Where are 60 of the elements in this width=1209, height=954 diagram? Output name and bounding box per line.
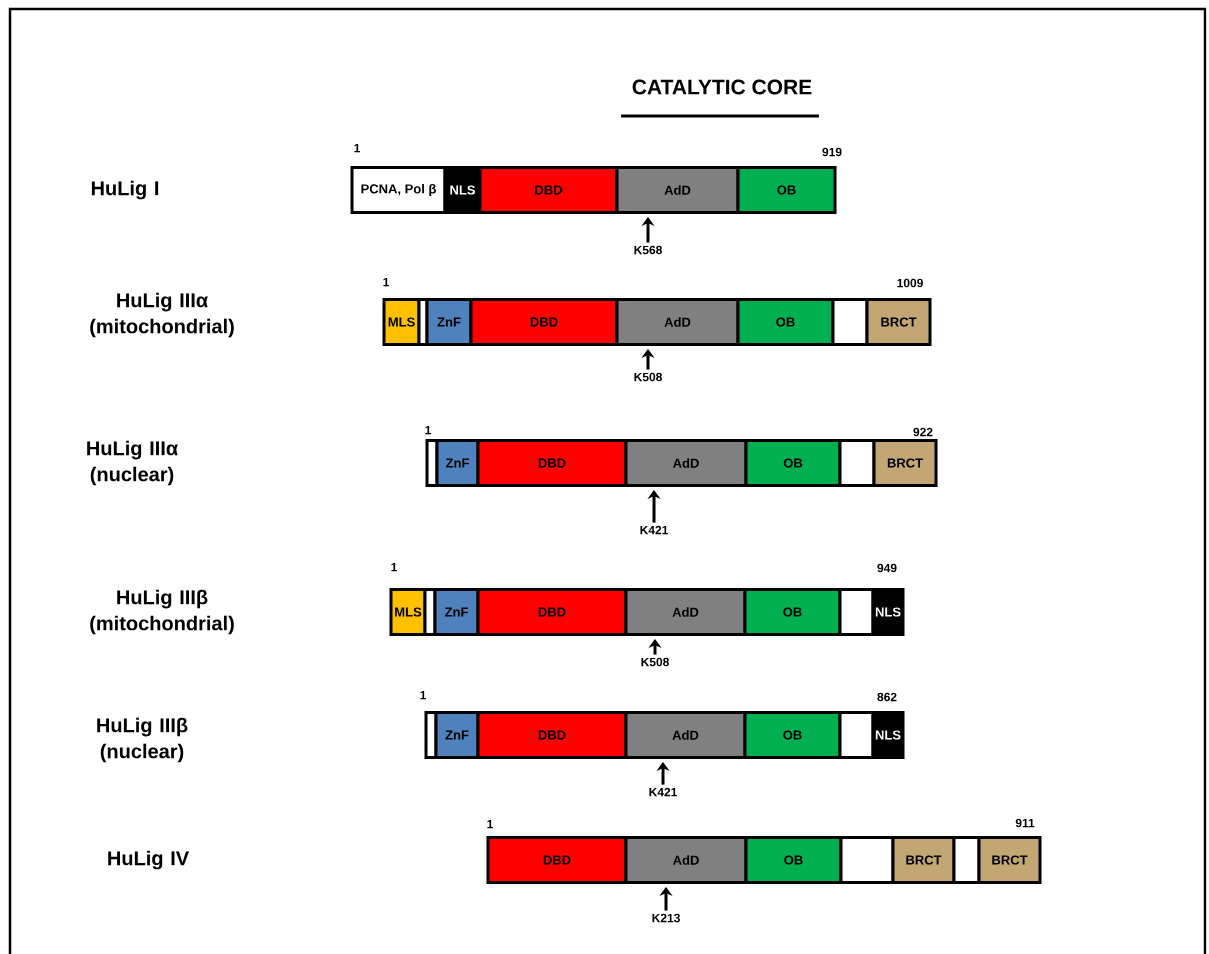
domain-box: AdD bbox=[624, 439, 748, 487]
domain-box: OB bbox=[744, 836, 843, 884]
position-number: 1 bbox=[391, 562, 397, 572]
domain-box: AdD bbox=[615, 166, 740, 214]
position-number: 1009 bbox=[897, 278, 923, 288]
domain-box: AdD bbox=[624, 588, 747, 636]
domain-box: NLS bbox=[443, 166, 482, 214]
domain-box: ZnF bbox=[435, 439, 480, 487]
domain-box: MLS bbox=[389, 588, 427, 636]
domain-box: ZnF bbox=[434, 711, 480, 759]
residue-label: K508 bbox=[634, 372, 662, 382]
domain-box: OB bbox=[743, 588, 842, 636]
residue-label: K421 bbox=[649, 787, 677, 797]
protein-name: HuLig IIIα (nuclear) bbox=[87, 440, 178, 486]
domain-box bbox=[838, 439, 876, 487]
protein-name: HuLig IIIβ (mitochondrial) bbox=[90, 589, 234, 635]
section-heading: CATALYTIC CORE bbox=[632, 79, 812, 95]
position-number: 1 bbox=[425, 425, 431, 435]
position-number: 1 bbox=[354, 143, 360, 153]
protein-name: HuLig IIIβ (nuclear) bbox=[97, 717, 188, 763]
domain-box: DBD bbox=[469, 298, 619, 346]
residue-label: K508 bbox=[641, 657, 669, 667]
domain-box bbox=[838, 588, 875, 636]
domain-box: OB bbox=[744, 439, 842, 487]
domain-box: AdD bbox=[615, 298, 740, 346]
position-number: 919 bbox=[822, 147, 842, 157]
protein-name: HuLig IIIα (mitochondrial) bbox=[90, 292, 234, 338]
domain-box: OB bbox=[743, 711, 842, 759]
domain-box: BRCT bbox=[977, 836, 1042, 884]
domain-box: BRCT bbox=[865, 298, 932, 346]
domain-box: AdD bbox=[624, 711, 747, 759]
domain-box: MLS bbox=[382, 298, 421, 346]
residue-label: K568 bbox=[634, 245, 662, 255]
domain-box bbox=[952, 836, 981, 884]
domain-box: OB bbox=[736, 166, 837, 214]
domain-box: NLS bbox=[871, 588, 905, 636]
domain-box bbox=[839, 836, 895, 884]
domain-box: OB bbox=[736, 298, 835, 346]
domain-box: PCNA, Pol β bbox=[350, 166, 447, 214]
protein-name: HuLig I bbox=[91, 180, 159, 200]
domain-box: DBD bbox=[486, 836, 628, 884]
domain-box: BRCT bbox=[872, 439, 938, 487]
position-number: 949 bbox=[877, 563, 897, 573]
position-number: 862 bbox=[877, 692, 897, 702]
domain-box bbox=[831, 298, 869, 346]
residue-label: K421 bbox=[640, 525, 668, 535]
residue-label: K213 bbox=[652, 913, 680, 923]
domain-box: DBD bbox=[476, 711, 628, 759]
position-number: 1 bbox=[420, 690, 426, 700]
domain-box: AdD bbox=[624, 836, 748, 884]
domain-box bbox=[838, 711, 875, 759]
protein-name: HuLig IV bbox=[108, 850, 189, 870]
domain-box: BRCT bbox=[891, 836, 956, 884]
domain-box: ZnF bbox=[433, 588, 480, 636]
domain-box: ZnF bbox=[425, 298, 473, 346]
domain-box: DBD bbox=[476, 588, 628, 636]
domain-box: NLS bbox=[871, 711, 905, 759]
position-number: 1 bbox=[383, 277, 389, 287]
domain-box: DBD bbox=[476, 439, 628, 487]
domain-box: DBD bbox=[478, 166, 619, 214]
